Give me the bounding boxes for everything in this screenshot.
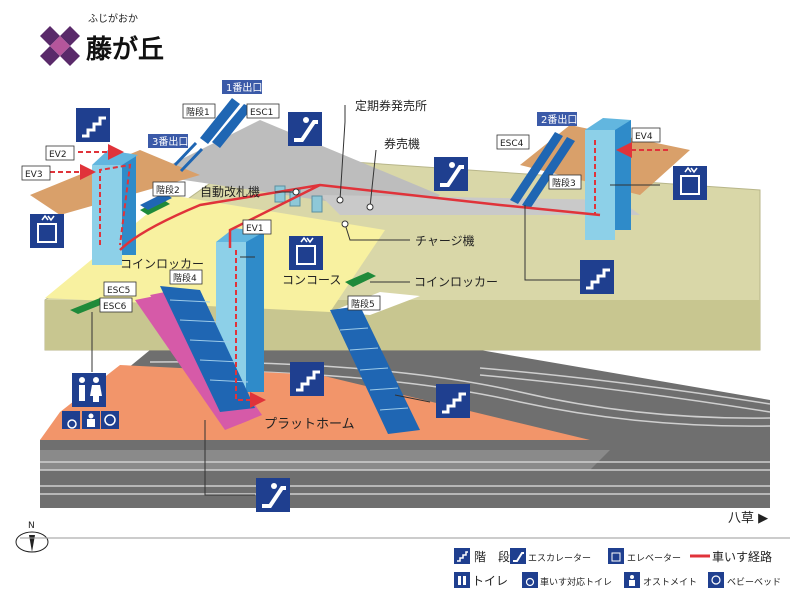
escalator-icon: [256, 478, 290, 512]
exit3-label: 3番出口: [152, 135, 188, 148]
wheelchair-route-dashed: [50, 140, 668, 408]
legend-wheelchair-route: 車いす経路: [712, 549, 772, 564]
exit2-label: 2番出口: [541, 113, 577, 126]
elevator-icon: [289, 236, 323, 270]
stairs-icon: [76, 108, 110, 142]
stairs-structures: [135, 98, 575, 434]
ev3-label: EV3: [25, 170, 43, 180]
stairs-icon: [436, 384, 470, 418]
charge-machine-label: チャージ機: [415, 233, 475, 248]
ev2-label: EV2: [49, 150, 67, 160]
legend-elevator: エレベーター: [627, 553, 681, 564]
coin-locker-right-label: コインロッカー: [414, 275, 498, 289]
toilet-icon: [72, 373, 106, 407]
legend-baby-bed-icon: [708, 572, 724, 588]
legend-escalator: エスカレーター: [528, 553, 591, 564]
ostomate-icon: [82, 411, 100, 429]
direction-label: 八草 ▶: [728, 511, 768, 526]
ev1-label: EV1: [246, 224, 264, 234]
esc4-label: ESC4: [500, 139, 524, 149]
coin-locker-bottom: [70, 298, 108, 314]
baby-bed-icon: [101, 411, 119, 429]
coin-locker-left: [140, 199, 170, 215]
legend-stairs: 階 段: [474, 549, 510, 564]
stairs5-label: 階段5: [351, 298, 375, 310]
ticket-machine-label: 券売機: [384, 136, 420, 151]
platform-area: [40, 365, 590, 440]
legend-ostomate: オストメイト: [643, 577, 697, 588]
legend-toilet: トイレ: [472, 574, 508, 588]
elevator-icon: [30, 214, 64, 248]
ev4-label: EV4: [635, 132, 653, 142]
auto-gate-label: 自動改札機: [200, 184, 260, 199]
exit1-tag: [222, 80, 262, 94]
concourse-label: コンコース: [282, 273, 341, 287]
legend-toilet-icon: [454, 572, 470, 588]
commuter-pass-office-label: 定期券発売所: [355, 98, 427, 113]
station-name: 藤が丘: [86, 34, 164, 65]
exit1-label: 1番出口: [226, 81, 262, 94]
platform-label: プラットホーム: [264, 417, 355, 432]
legend-accessible-toilet-icon: [522, 572, 538, 588]
esc6-label: ESC6: [103, 302, 127, 312]
compass-label: N: [28, 521, 35, 531]
exit3-tag: [148, 134, 188, 148]
stairs3-label: 階段3: [552, 177, 576, 189]
station-symbol: [40, 26, 80, 66]
legend-escalator-icon: [510, 548, 526, 564]
exit2-tag: [537, 112, 577, 126]
accessible-toilet-icon: [62, 411, 80, 429]
esc1-label: ESC1: [250, 108, 273, 118]
escalator-icon: [434, 157, 468, 191]
legend-stairs-icon: [454, 548, 470, 564]
escalator-icon: [288, 112, 322, 146]
legend-accessible-toilet: 車いす対応トイレ: [540, 576, 612, 588]
elevator-icon: [673, 166, 707, 200]
stairs4-label: 階段4: [173, 272, 197, 284]
stairs-icon: [580, 260, 614, 294]
compass-icon: N: [15, 521, 49, 553]
legend-baby-bed: ベビーベッド: [727, 577, 781, 588]
coin-locker-right: [345, 272, 376, 287]
station-reading: ふじがおか: [88, 12, 138, 25]
coin-locker-left-label: コインロッカー: [120, 257, 204, 271]
legend-ostomate-icon: [624, 572, 640, 588]
esc5-label: ESC5: [107, 286, 130, 296]
legend: 階 段 エスカレーター エレベーター 車いす経路 トイレ 車いす対応トイレ: [454, 548, 781, 588]
stairs1-label: 階段1: [186, 106, 210, 118]
stairs-icon: [290, 362, 324, 396]
stairs2-label: 階段2: [156, 184, 180, 196]
legend-elevator-icon: [608, 548, 624, 564]
wheelchair-route: [119, 183, 601, 251]
